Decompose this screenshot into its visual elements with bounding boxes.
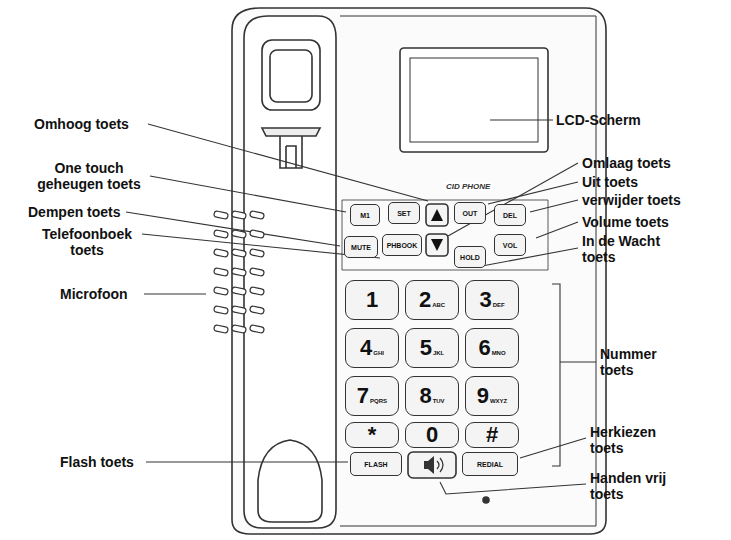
phone-key: 8TUV bbox=[405, 376, 459, 416]
key-text: 8 bbox=[419, 383, 431, 409]
grille-slot bbox=[250, 306, 265, 315]
grille-slot bbox=[250, 230, 265, 239]
key-text: HOLD bbox=[460, 254, 480, 261]
grille-slot bbox=[214, 268, 229, 277]
part-label: verwijder toets bbox=[582, 192, 712, 208]
grille-slot bbox=[232, 249, 247, 258]
grille-slot bbox=[214, 211, 229, 220]
grille-slot bbox=[232, 287, 247, 296]
part-label: Omhoog toets bbox=[34, 116, 154, 132]
part-label: Handen vrij toets bbox=[590, 470, 690, 502]
part-label: Nummer toets bbox=[600, 346, 670, 378]
part-label: Volume toets bbox=[582, 214, 702, 230]
part-label: Microfoon bbox=[60, 286, 150, 302]
key-letters: ABC bbox=[432, 302, 445, 308]
phone-key: 4GHI bbox=[345, 328, 399, 368]
key-letters: JKL bbox=[433, 350, 444, 356]
grille-slot bbox=[250, 249, 265, 258]
grille-slot bbox=[214, 230, 229, 239]
key-text: DEL bbox=[503, 212, 517, 219]
phone-key: 1 bbox=[345, 280, 399, 320]
grille-slot bbox=[250, 325, 265, 334]
key-text: 5 bbox=[420, 335, 432, 361]
key-text: MUTE bbox=[351, 244, 371, 251]
key-text: FLASH bbox=[364, 461, 387, 468]
grille-slot bbox=[250, 287, 265, 296]
phone-key: # bbox=[465, 422, 519, 448]
phone-key: 6MNO bbox=[465, 328, 519, 368]
phone-key: 5JKL bbox=[405, 328, 459, 368]
grille-slot bbox=[232, 211, 247, 220]
phone-key: 2ABC bbox=[405, 280, 459, 320]
grille-slot bbox=[214, 249, 229, 258]
grille-slot bbox=[214, 325, 229, 334]
key-letters: DEF bbox=[493, 302, 505, 308]
part-label: One touch geheugen toets bbox=[28, 160, 150, 192]
key-text: * bbox=[368, 422, 377, 448]
part-label: Herkiezen toets bbox=[590, 424, 680, 456]
phone-key: MUTE bbox=[344, 236, 378, 258]
phone-key: 3DEF bbox=[465, 280, 519, 320]
key-text: REDIAL bbox=[477, 461, 503, 468]
key-text: PHBOOK bbox=[387, 242, 418, 249]
phone-key: VOL bbox=[494, 234, 526, 256]
phone-key: OUT bbox=[454, 202, 486, 224]
part-label: Flash toets bbox=[60, 454, 150, 470]
grille-slot bbox=[214, 287, 229, 296]
phone-key: * bbox=[345, 422, 399, 448]
key-text: 7 bbox=[357, 383, 369, 409]
phone-key: 9WXYZ bbox=[465, 376, 519, 416]
brand-text: CID PHONE bbox=[444, 182, 492, 191]
grille-slot bbox=[250, 211, 265, 220]
grille-slot bbox=[214, 306, 229, 315]
part-label: Uit toets bbox=[582, 174, 692, 190]
phone-key: HOLD bbox=[454, 246, 486, 268]
key-text: M1 bbox=[360, 212, 370, 219]
key-letters: WXYZ bbox=[490, 398, 507, 404]
key-text: 4 bbox=[360, 335, 372, 361]
key-text: OUT bbox=[463, 210, 478, 217]
phone-key: PHBOOK bbox=[382, 234, 422, 256]
grille-slot bbox=[232, 230, 247, 239]
part-label: Telefoonboek toets bbox=[28, 226, 146, 258]
key-text: 2 bbox=[419, 287, 431, 313]
grille-slot bbox=[232, 268, 247, 277]
key-text: SET bbox=[397, 210, 411, 217]
grille-slot bbox=[250, 268, 265, 277]
phone-key: M1 bbox=[350, 204, 380, 226]
phone-key: 0 bbox=[405, 422, 459, 448]
key-text: 0 bbox=[426, 422, 438, 448]
key-text: 6 bbox=[478, 335, 490, 361]
grille-slot bbox=[232, 325, 247, 334]
key-text: 1 bbox=[366, 287, 378, 313]
key-letters: PQRS bbox=[370, 398, 387, 404]
key-text: # bbox=[486, 422, 498, 448]
phone-key: FLASH bbox=[350, 452, 402, 476]
key-text: 3 bbox=[479, 287, 491, 313]
phone-key: SET bbox=[388, 202, 420, 224]
phone-key: REDIAL bbox=[462, 452, 518, 476]
part-label: Dempen toets bbox=[28, 204, 138, 220]
key-text: 9 bbox=[477, 383, 489, 409]
part-label: Omlaag toets bbox=[582, 155, 692, 171]
key-text: VOL bbox=[503, 242, 517, 249]
grille-slot bbox=[232, 306, 247, 315]
phone-key: DEL bbox=[494, 204, 526, 226]
key-letters: TUV bbox=[433, 398, 445, 404]
part-label: LCD-Scherm bbox=[556, 112, 656, 128]
key-letters: MNO bbox=[492, 350, 506, 356]
phone-key: 7PQRS bbox=[345, 376, 399, 416]
key-letters: GHI bbox=[373, 350, 384, 356]
part-label: In de Wacht toets bbox=[582, 233, 692, 265]
